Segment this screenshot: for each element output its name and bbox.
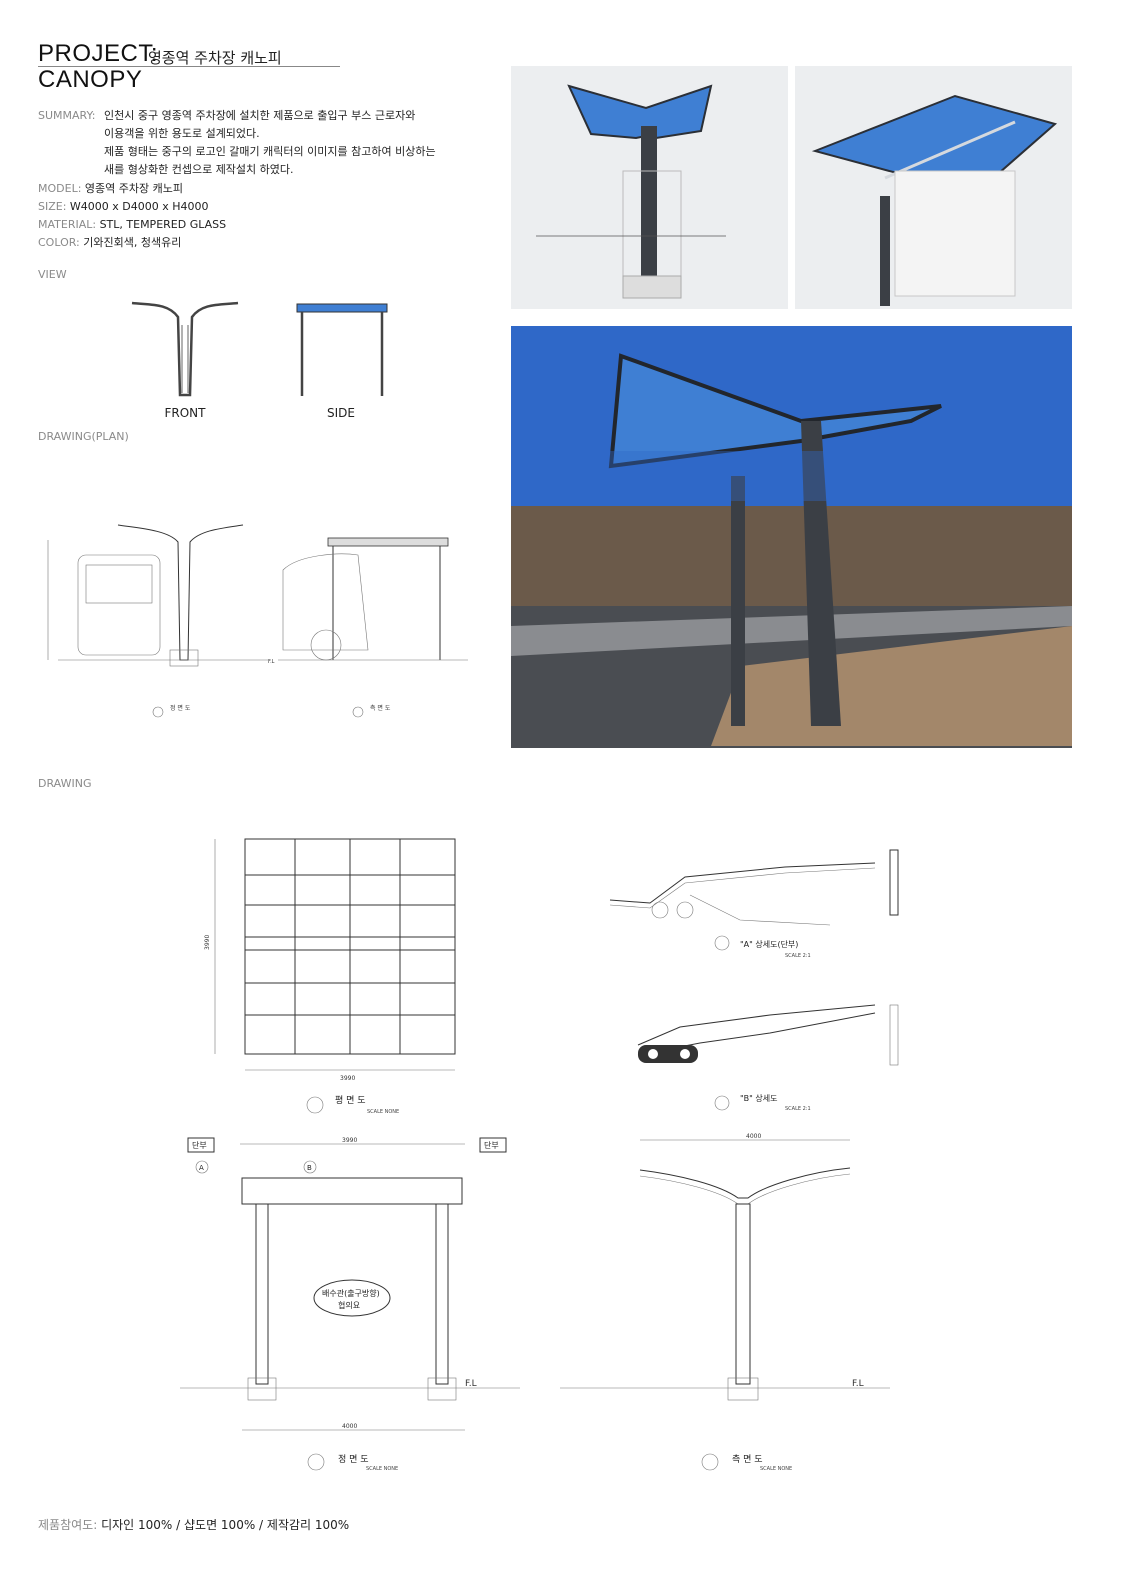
front-scale: SCALE NONE	[366, 1466, 398, 1472]
b-detail-scale: SCALE 2:1	[785, 1106, 811, 1112]
plan-height-dim: 3990	[204, 935, 211, 950]
spec-value: STL, TEMPERED GLASS	[99, 218, 227, 231]
section-drawing: DRAWING	[38, 777, 92, 790]
b-detail-drawing: "B" 상세도 SCALE 2:1	[637, 1004, 899, 1112]
side-fl-label: F.L	[852, 1379, 864, 1389]
spec-label: MATERIAL:	[38, 218, 97, 231]
render-perspective-photo	[795, 66, 1072, 309]
spec-label: COLOR:	[38, 236, 80, 249]
plan-front-title: 정 면 도	[170, 704, 191, 712]
section-view: VIEW	[38, 268, 67, 281]
side-top-dim: 4000	[746, 1133, 761, 1140]
summary-block: SUMMARY:	[38, 107, 95, 125]
side-caption: SIDE	[327, 406, 355, 420]
plan-view-title: 평 면 도	[335, 1095, 366, 1106]
spec-material: MATERIAL: STL, TEMPERED GLASS	[38, 216, 226, 234]
plan-fl-label: F.L	[268, 659, 275, 665]
page-title: CANOPY	[38, 66, 143, 93]
front-top-dim: 3990	[342, 1137, 357, 1144]
summary-line: 인천시 중구 영종역 주차장에 설치한 제품으로 출입구 부스 근로자와	[104, 109, 416, 122]
a-detail-scale: SCALE 2:1	[785, 953, 811, 959]
project-name: 영종역 주차장 캐노피	[148, 49, 282, 67]
spec-value: 기와진회색, 청색유리	[83, 236, 182, 249]
spec-value: 영종역 주차장 캐노피	[84, 182, 183, 195]
spec-label: SIZE:	[38, 200, 67, 213]
plan-drawing-set: F.L 정 면 도 측 면 도	[47, 524, 468, 718]
title-divider	[38, 66, 340, 67]
drain-note-2: 협의요	[338, 1300, 360, 1310]
front-elevation-title: 정 면 도	[338, 1454, 369, 1465]
summary-label: SUMMARY:	[38, 109, 96, 122]
b-detail-title: "B" 상세도	[740, 1093, 777, 1103]
side-scale: SCALE NONE	[760, 1466, 792, 1472]
plan-total-dim: 3990	[340, 1075, 355, 1082]
spec-color: COLOR: 기와진회색, 청색유리	[38, 234, 181, 252]
spec-size: SIZE: W4000 x D4000 x H4000	[38, 198, 209, 216]
summary-line: 새를 형상화한 컨셉으로 제작설치 하였다.	[104, 163, 294, 176]
summary-text: 인천시 중구 영종역 주차장에 설치한 제품으로 출입구 부스 근로자와 이용객…	[104, 107, 436, 179]
render-front-image	[511, 66, 788, 309]
plan-scale: SCALE NONE	[367, 1109, 399, 1115]
footer: 제품참여도: 디자인 100% / 샵도면 100% / 제작감리 100%	[38, 1516, 349, 1533]
footer-label: 제품참여도:	[38, 1518, 98, 1532]
spec-value: W4000 x D4000 x H4000	[69, 200, 209, 213]
plan-view-drawing: 3990 3990 평 면 도 SCALE NONE	[204, 838, 456, 1115]
marker-b: B	[307, 1164, 312, 1172]
render-perspective-image	[795, 66, 1072, 309]
front-total-dim: 4000	[342, 1423, 357, 1430]
spec-model: MODEL: 영종역 주차장 캐노피	[38, 180, 183, 198]
front-view-sketch	[131, 301, 239, 397]
front-elevation-drawing: 단부 단부 A B 3990 배수관(출구방향) 협의요 F.L 4000 정 …	[180, 1137, 520, 1472]
footer-value: 디자인 100% / 샵도면 100% / 제작감리 100%	[101, 1518, 350, 1532]
project-label: PROJECT:	[38, 40, 159, 67]
side-elevation-drawing: 4000 F.L 측 면 도 SCALE NONE	[560, 1133, 890, 1472]
installed-photo	[511, 326, 1072, 748]
section-drawing-plan: DRAWING(PLAN)	[38, 430, 129, 443]
summary-line: 제품 형태는 중구의 로고인 갈매기 캐릭터의 이미지를 참고하여 비상하는	[104, 145, 436, 158]
marker-a: A	[199, 1164, 204, 1172]
summary-line: 이용객을 위한 용도로 설계되었다.	[104, 127, 260, 140]
front-caption: FRONT	[164, 406, 206, 420]
dan-bu-right: 단부	[484, 1140, 499, 1150]
side-view-sketch	[296, 303, 388, 396]
drain-note-1: 배수관(출구방향)	[322, 1288, 380, 1298]
plan-side-title: 측 면 도	[370, 704, 391, 712]
side-elevation-title: 측 면 도	[732, 1454, 763, 1465]
a-detail-title: "A" 상세도(단부)	[740, 939, 798, 949]
spec-label: MODEL:	[38, 182, 82, 195]
installed-photo-image	[511, 326, 1072, 748]
render-front-photo	[511, 66, 788, 309]
a-detail-drawing: "A" 상세도(단부) SCALE 2:1	[609, 849, 899, 959]
front-fl-label: F.L	[465, 1379, 477, 1389]
dan-bu-left: 단부	[192, 1140, 207, 1150]
